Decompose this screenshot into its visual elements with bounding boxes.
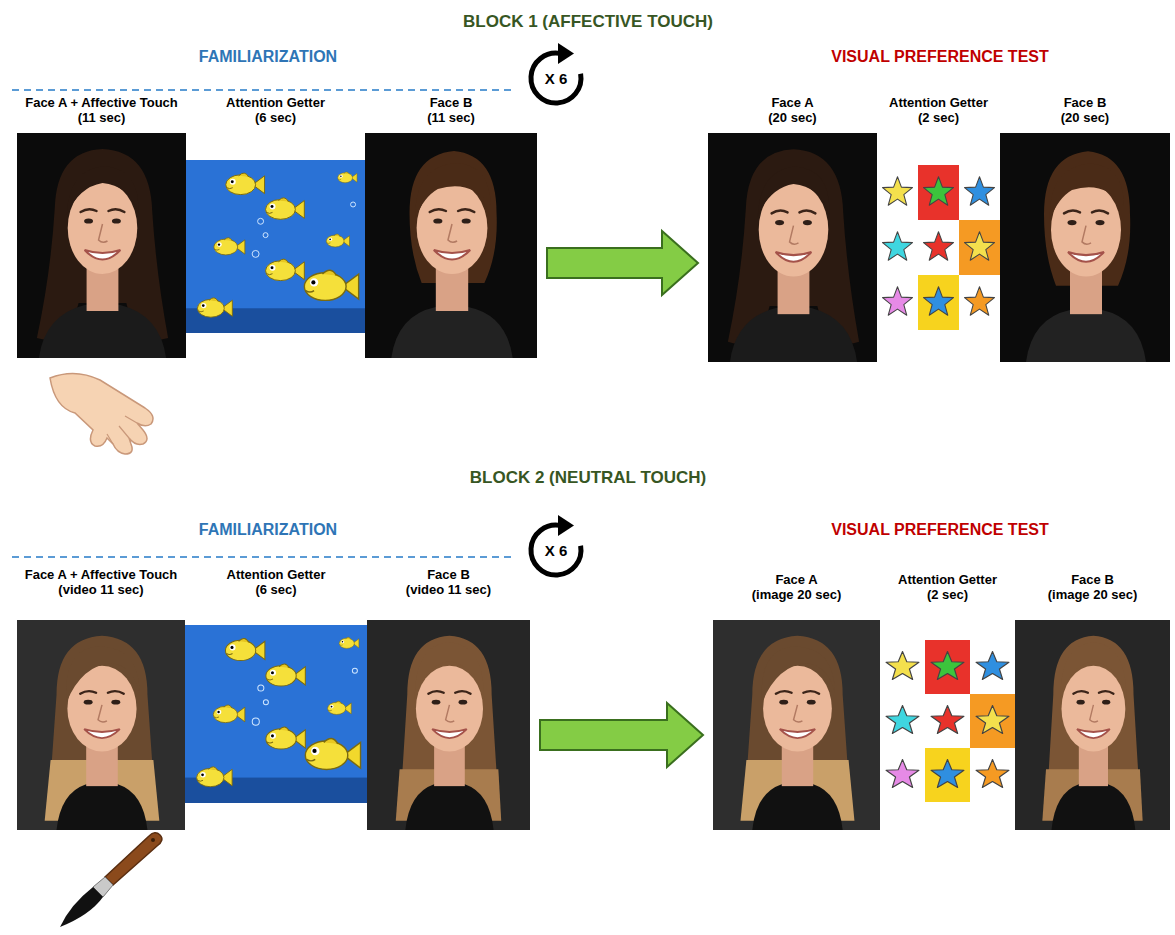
stimulus-label: Face B (video 11 sec) <box>406 567 491 597</box>
stimulus-frame: Face A + Affective Touch (11 sec) <box>17 95 186 358</box>
line-spacer <box>1003 572 1016 587</box>
line-spacer <box>182 95 187 110</box>
stimulus-label: Attention Getter (6 sec) <box>226 95 325 125</box>
line-spacer <box>880 572 893 587</box>
line-spacer <box>479 567 531 582</box>
stimulus-label: Face A + Affective Touch (video 11 sec) <box>25 567 178 597</box>
stimulus-frame: Face B (11 sec) <box>365 95 537 358</box>
face-photo <box>713 620 880 830</box>
phase-label: VISUAL PREFERENCE TEST <box>831 48 1049 66</box>
stimulus-frame: Face A + Affective Touch (video 11 sec) <box>17 567 185 830</box>
repeat-icon <box>531 515 581 575</box>
line-spacer <box>367 567 419 582</box>
stimulus-label: Attention Getter (6 sec) <box>227 567 326 597</box>
stimulus-label: Face B (image 20 sec) <box>1048 572 1138 602</box>
stimulus-heading: Face B (11 sec) <box>365 95 537 125</box>
stimulus-label: Attention Getter (2 sec) <box>889 95 988 125</box>
face-photo <box>365 133 537 358</box>
face-photo <box>17 620 185 830</box>
stimulus-heading: Attention Getter (6 sec) <box>185 567 367 597</box>
repeat-count: X 6 <box>545 70 568 87</box>
stimulus-frame: Face A (image 20 sec) <box>713 572 880 830</box>
stimulus-heading: Face A (20 sec) <box>708 95 877 125</box>
stimulus-label: Face A (image 20 sec) <box>752 572 842 602</box>
line-spacer <box>1113 95 1171 110</box>
attention-getter-picture <box>186 160 365 333</box>
stimulus-heading: Attention Getter (6 sec) <box>186 95 365 125</box>
phase-divider <box>12 556 515 558</box>
stimulus-label: Face A + Affective Touch (11 sec) <box>25 95 178 125</box>
attention-getter-picture <box>877 165 1000 330</box>
stimulus-heading: Face B (image 20 sec) <box>1015 572 1170 602</box>
stimulus-heading: Face B (video 11 sec) <box>367 567 530 597</box>
flow-arrow <box>540 703 703 767</box>
stimulus-frame: Attention Getter (2 sec) <box>877 95 1000 330</box>
line-spacer <box>17 567 21 582</box>
line-spacer <box>365 95 421 110</box>
face-photo <box>1015 620 1170 830</box>
repeat-icon <box>531 43 581 103</box>
stimulus-frame: Face A (20 sec) <box>708 95 877 362</box>
repeat-count: X 6 <box>545 542 568 559</box>
line-spacer <box>481 95 537 110</box>
stimulus-frame: Face B (20 sec) <box>1000 95 1170 362</box>
hand-icon <box>50 373 153 454</box>
stimulus-label: Face B (11 sec) <box>427 95 475 125</box>
face-photo <box>708 133 877 362</box>
phase-label: FAMILIARIZATION <box>199 521 337 539</box>
phase-label: FAMILIARIZATION <box>199 48 337 66</box>
stimulus-label: Face A (20 sec) <box>768 95 816 125</box>
brush-icon <box>60 833 162 927</box>
line-spacer <box>1120 572 1170 587</box>
line-spacer <box>186 95 221 110</box>
block-title: BLOCK 2 (NEUTRAL TOUCH) <box>470 468 706 488</box>
face-photo <box>367 620 530 830</box>
line-spacer <box>331 95 366 110</box>
line-spacer <box>17 95 22 110</box>
stimulus-heading: Face A (image 20 sec) <box>713 572 880 602</box>
line-spacer <box>185 567 221 582</box>
line-spacer <box>824 572 880 587</box>
line-spacer <box>331 567 367 582</box>
stimulus-frame: Face B (video 11 sec) <box>367 567 530 830</box>
line-spacer <box>181 567 185 582</box>
line-spacer <box>1015 572 1065 587</box>
line-spacer <box>877 95 884 110</box>
line-spacer <box>713 572 769 587</box>
stimulus-label: Face B (20 sec) <box>1061 95 1109 125</box>
stimulus-heading: Attention Getter (2 sec) <box>880 572 1015 602</box>
attention-getter-picture <box>880 640 1015 802</box>
stimulus-frame: Attention Getter (2 sec) <box>880 572 1015 802</box>
face-photo <box>17 133 186 358</box>
stimulus-frame: Attention Getter (6 sec) <box>185 567 367 803</box>
stimulus-label: Attention Getter (2 sec) <box>898 572 997 602</box>
stimulus-heading: Face A + Affective Touch (video 11 sec) <box>17 567 185 597</box>
line-spacer <box>820 95 877 110</box>
flow-arrow <box>547 231 698 295</box>
phase-label: VISUAL PREFERENCE TEST <box>831 521 1049 539</box>
line-spacer <box>1000 95 1058 110</box>
stimulus-heading: Face B (20 sec) <box>1000 95 1170 125</box>
line-spacer <box>708 95 765 110</box>
face-photo <box>1000 133 1170 362</box>
stimulus-frame: Face B (image 20 sec) <box>1015 572 1170 830</box>
phase-divider <box>12 89 515 91</box>
attention-getter-picture <box>185 625 367 803</box>
stimulus-heading: Attention Getter (2 sec) <box>877 95 1000 125</box>
line-spacer <box>994 95 1001 110</box>
stimulus-frame: Attention Getter (6 sec) <box>186 95 365 333</box>
block-title: BLOCK 1 (AFFECTIVE TOUCH) <box>463 12 713 32</box>
stimulus-heading: Face A + Affective Touch (11 sec) <box>17 95 186 125</box>
